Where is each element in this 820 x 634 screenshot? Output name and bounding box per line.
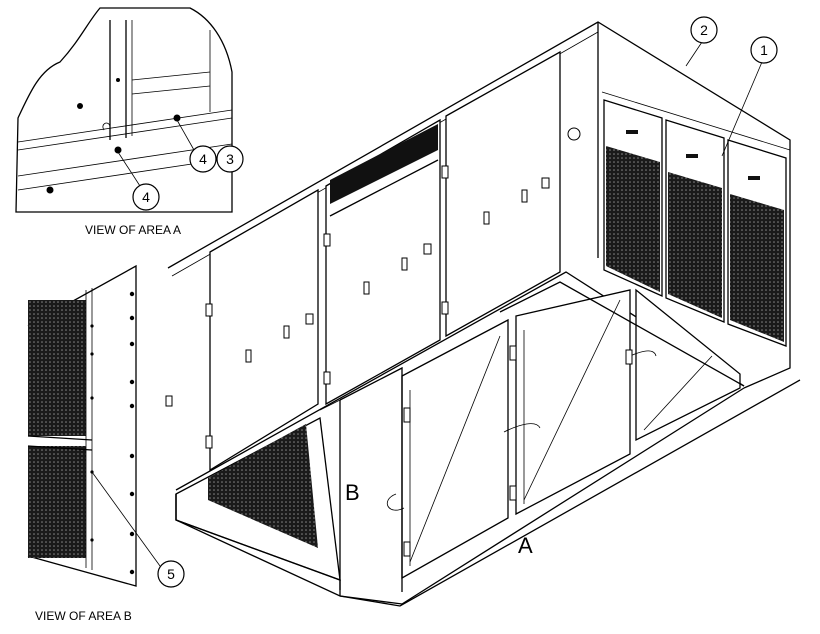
roof-edge xyxy=(167,21,791,389)
area-label-a: A xyxy=(518,533,533,558)
callout-4-detail-a-right: 4 xyxy=(189,145,217,173)
callout-5: 5 xyxy=(157,560,185,588)
upper-access-panels xyxy=(165,50,581,472)
callout-5-leader xyxy=(91,471,161,567)
detail-b-mesh-upper xyxy=(28,300,86,436)
callout-4-detail-a: 4 xyxy=(132,183,160,211)
detail-a-screw xyxy=(77,103,83,109)
detail-a-torn-outline xyxy=(15,7,233,213)
callout-2-label: 2 xyxy=(700,22,708,38)
detail-view-area-b xyxy=(27,264,161,587)
callout-4b-label: 4 xyxy=(199,151,207,167)
callout-2-leader xyxy=(685,41,703,67)
detail-view-area-a xyxy=(15,7,233,213)
area-label-b: B xyxy=(345,480,360,505)
callout-2: 2 xyxy=(690,16,718,44)
callout-3-label: 3 xyxy=(226,151,234,167)
upper-panel-right xyxy=(445,50,561,338)
louver-grille xyxy=(330,124,438,204)
callout-4a-label: 4 xyxy=(142,189,150,205)
callout-1: 1 xyxy=(750,36,778,64)
end-grille-panels xyxy=(603,99,787,347)
upper-panel-left xyxy=(209,188,319,472)
callout-1-label: 1 xyxy=(760,42,768,58)
filter-door-3 xyxy=(635,288,741,442)
main-unit xyxy=(165,21,801,607)
detail-a-rail xyxy=(17,109,233,143)
detail-b-mesh-lower xyxy=(28,446,86,558)
caption-view-of-area-b: VIEW OF AREA B xyxy=(35,609,132,623)
caption-view-of-area-a: VIEW OF AREA A xyxy=(85,223,181,237)
callout-3: 3 xyxy=(216,145,244,173)
detail-b-outline xyxy=(27,264,137,587)
callout-5-label: 5 xyxy=(167,566,175,582)
callout-1-leader xyxy=(721,61,763,157)
base-rail xyxy=(175,379,801,607)
lower-filter-doors xyxy=(339,281,745,605)
